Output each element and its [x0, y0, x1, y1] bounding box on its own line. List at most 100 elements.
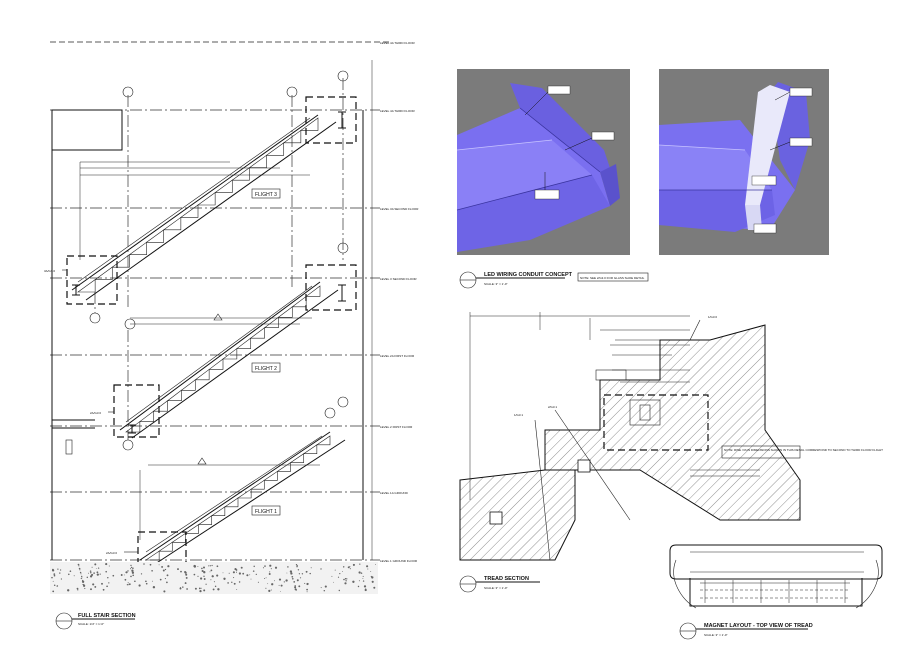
stair-tread — [77, 278, 96, 293]
ground-speckle — [294, 585, 297, 587]
flight-3-stringer — [71, 114, 337, 301]
ground-speckle — [91, 573, 94, 576]
ground-speckle — [358, 580, 360, 582]
ground-speckle — [296, 579, 299, 582]
gridline-bubble — [337, 70, 349, 82]
stair-tread — [250, 479, 265, 490]
ground-speckle — [152, 586, 156, 589]
ground-speckle — [127, 582, 129, 584]
ground-speckle — [346, 578, 348, 580]
ground-speckle — [132, 574, 135, 577]
stair-tread — [214, 179, 233, 193]
ground-speckle — [265, 587, 267, 589]
ground-speckle — [193, 564, 196, 568]
ground-speckle — [130, 575, 132, 578]
ground-speckle — [92, 583, 95, 586]
stair-tread — [305, 285, 321, 297]
ground-speckle — [112, 574, 115, 577]
ground-speckle — [167, 565, 170, 568]
ground-speckle — [297, 569, 300, 571]
tread-outline-top — [669, 544, 883, 580]
ground-speckle — [151, 569, 153, 572]
ground-speckle — [357, 585, 360, 588]
ground-speckle — [51, 576, 53, 579]
ground-speckle — [268, 573, 271, 575]
ground-speckle — [222, 572, 224, 574]
stair-tread — [194, 368, 210, 381]
drawing-scale: SCALE: 3" = 1'-0" — [484, 282, 508, 286]
ground-speckle — [235, 571, 238, 573]
ground-speckle — [94, 585, 97, 588]
ground-speckle — [73, 575, 75, 577]
ground-speckle — [80, 577, 82, 580]
ground-speckle — [91, 566, 93, 568]
ground-speckle — [228, 572, 230, 574]
ground-speckle — [145, 582, 148, 585]
ground-speckle — [270, 568, 272, 570]
stair-tread — [263, 316, 279, 329]
ground-speckle — [180, 570, 182, 573]
ground-speckle — [213, 581, 215, 583]
ground-speckle — [339, 573, 341, 575]
ground-speckle — [294, 588, 297, 591]
ground-speckle — [166, 574, 169, 577]
ground-speckle — [262, 567, 265, 569]
ground-speckle — [107, 576, 109, 579]
ground-speckle — [365, 588, 367, 590]
ground-speckle — [231, 581, 233, 584]
ground-speckle — [216, 565, 219, 568]
ground-speckle — [269, 571, 271, 573]
ground-speckle — [81, 575, 83, 578]
ground-speckle — [270, 589, 272, 591]
flight-label: FLIGHT 2 — [255, 366, 277, 372]
gridline-bubble — [337, 242, 349, 254]
ground-speckle — [131, 569, 134, 572]
ground-speckle — [304, 582, 306, 584]
ground-speckle — [306, 591, 308, 593]
upper-tread-hatch — [544, 324, 801, 521]
ground-speckle — [305, 570, 308, 573]
ground-speckle — [164, 578, 166, 580]
ground-speckle — [128, 583, 131, 586]
ground-speckle — [267, 583, 269, 585]
ground-speckle — [278, 584, 280, 586]
stair-tread — [125, 420, 141, 433]
ground-speckle — [362, 577, 364, 579]
level-label: LEVEL 1 GROUND FLOOR — [380, 559, 418, 563]
stair-tread — [276, 462, 291, 472]
ground-speckle — [88, 572, 89, 574]
ground-speckle — [108, 565, 110, 567]
ground-speckle — [99, 573, 101, 575]
gridline-bubble — [122, 439, 134, 451]
stair-tread — [263, 470, 278, 481]
ground-speckle — [370, 570, 372, 572]
ground-speckle — [372, 581, 374, 583]
detail-callout-box — [305, 264, 357, 311]
ground-speckle — [344, 578, 347, 580]
ground-speckle — [159, 578, 162, 581]
ground-speckle — [211, 564, 213, 567]
ground-speckle — [257, 581, 259, 583]
stair-tread — [128, 241, 147, 256]
ground-speckle — [233, 582, 236, 585]
ground-speckle — [145, 580, 147, 583]
ground-speckle — [249, 574, 251, 576]
ground-speckle — [202, 566, 206, 569]
ground-speckle — [184, 582, 187, 585]
ground-speckle — [298, 573, 301, 575]
ground-speckle — [158, 564, 160, 566]
ground-speckle — [291, 577, 294, 580]
ground-speckle — [274, 566, 278, 569]
ground-speckle — [108, 582, 110, 584]
ground-speckle — [197, 566, 199, 567]
ground-speckle — [360, 572, 363, 574]
drawing-title: FULL STAIR SECTION — [78, 613, 136, 619]
flight-2-stringer — [119, 281, 339, 439]
ground-speckle — [52, 580, 54, 582]
ground-speckle — [185, 573, 188, 576]
ground-speckle — [199, 577, 203, 580]
gridline-bubble — [324, 407, 336, 419]
stair-tread — [208, 358, 224, 370]
ground-speckle — [53, 574, 56, 577]
